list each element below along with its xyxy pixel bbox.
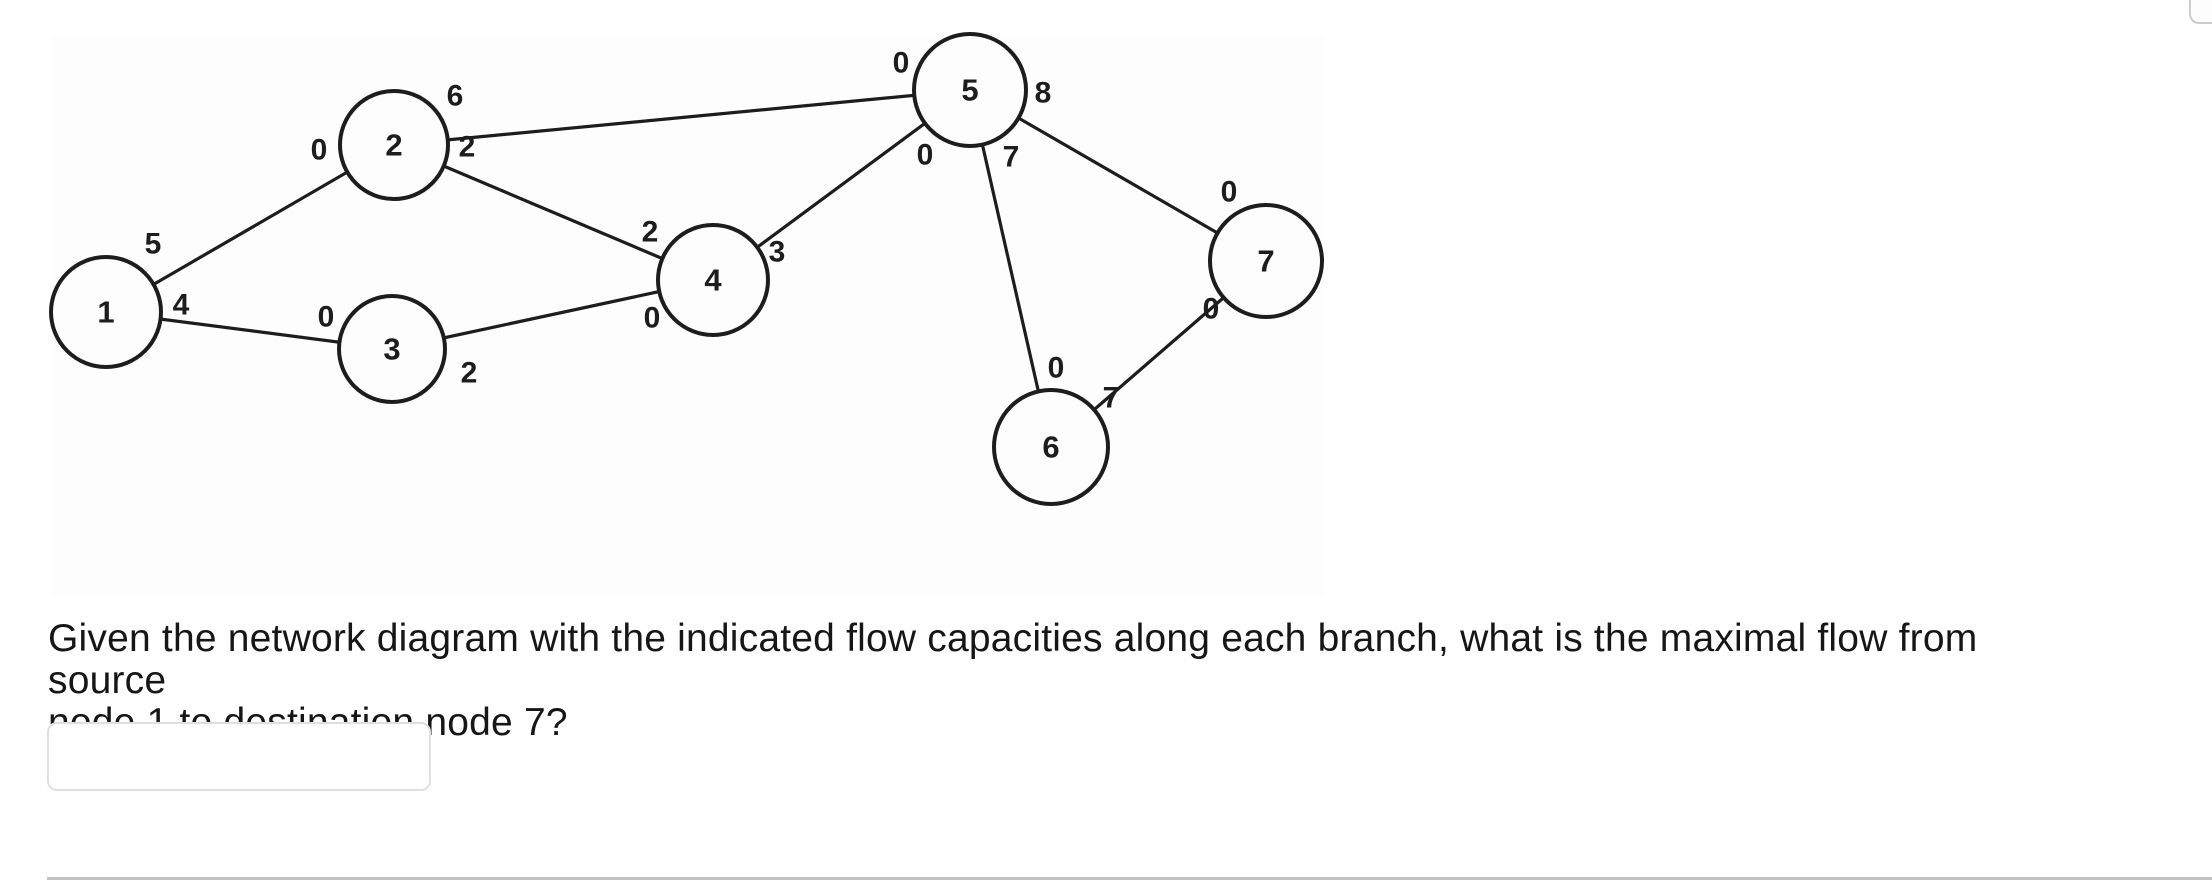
edge-3-4-capacity-from: 2 [461,357,478,390]
edge-1-2-capacity-to: 0 [311,134,328,167]
node-7-label: 7 [1257,244,1274,279]
edge-1-3-capacity-to: 0 [318,301,335,334]
edge-2-5-capacity-from: 6 [447,80,464,113]
edge-1-3-capacity-from: 4 [173,289,190,322]
node-3-label: 3 [383,332,400,367]
edge-6-7-capacity-to: 0 [1203,293,1220,326]
edge-5-6-capacity-to: 0 [1048,352,1065,385]
edge-4-5-capacity-to: 0 [917,139,934,172]
edge-5-7-capacity-to: 0 [1221,176,1238,209]
node-4-circle [656,223,770,337]
node-2-circle [338,89,450,201]
edge-2-5 [393,88,971,147]
edge-4-5-capacity-from: 3 [769,236,786,269]
node-5-label: 5 [961,73,978,108]
edge-6-7-capacity-from: 7 [1103,382,1120,415]
edge-3-4-capacity-to: 0 [644,302,661,335]
node-5-circle [912,32,1028,148]
node-1-circle [49,255,163,369]
answer-input[interactable] [47,722,431,791]
edge-1-2-capacity-from: 5 [145,228,162,261]
edge-5-7-capacity-from: 8 [1035,77,1052,110]
edge-2-5-capacity-to: 0 [893,47,910,80]
node-6-label: 6 [1042,430,1059,465]
section-divider [47,877,2212,880]
node-7-circle [1208,203,1324,319]
edge-2-4-capacity-from: 2 [459,131,476,164]
node-1-label: 1 [97,295,114,330]
edge-5-6-capacity-from: 7 [1003,141,1020,174]
node-2-label: 2 [385,128,402,163]
edge-2-4 [393,143,714,282]
node-6-circle [992,388,1110,506]
edge-5-6 [968,89,1053,448]
top-right-partial-button[interactable] [2189,0,2212,24]
edge-2-4-capacity-to: 2 [642,216,659,249]
node-4-label: 4 [704,263,722,298]
question-text: Given the network diagram with the indic… [48,617,1978,744]
node-3-circle [337,294,447,404]
